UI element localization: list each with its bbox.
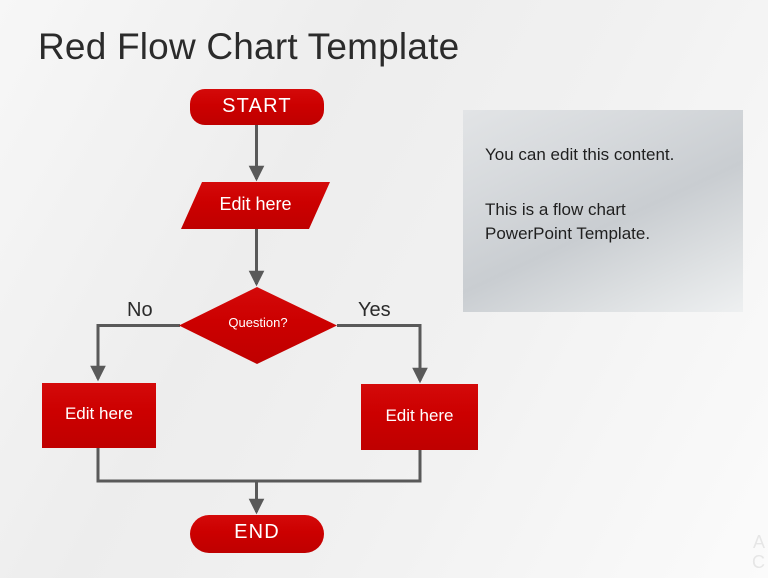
connector-right-to-merge bbox=[256, 450, 422, 483]
connector-group bbox=[90, 124, 428, 515]
node-start[interactable] bbox=[190, 89, 324, 125]
branch-label-yes: Yes bbox=[358, 299, 391, 321]
content-panel-line-3: PowerPoint Template. bbox=[485, 224, 651, 243]
connector-yes-branch bbox=[337, 324, 428, 384]
content-panel-line-2: This is a flow chart bbox=[485, 200, 626, 219]
branch-label-no: No bbox=[127, 299, 153, 321]
connector-no-branch bbox=[90, 324, 180, 382]
node-decision[interactable] bbox=[179, 287, 337, 364]
node-process-1[interactable] bbox=[181, 182, 330, 229]
node-edit-right[interactable] bbox=[361, 384, 478, 450]
connector-left-to-merge bbox=[96, 448, 257, 483]
page-title: Red Flow Chart Template bbox=[38, 26, 460, 67]
node-edit-left[interactable] bbox=[42, 383, 156, 448]
node-end[interactable] bbox=[190, 515, 324, 553]
content-panel[interactable]: You can edit this content. This is a flo… bbox=[463, 110, 743, 312]
content-panel-line-1: You can edit this content. bbox=[485, 145, 675, 164]
